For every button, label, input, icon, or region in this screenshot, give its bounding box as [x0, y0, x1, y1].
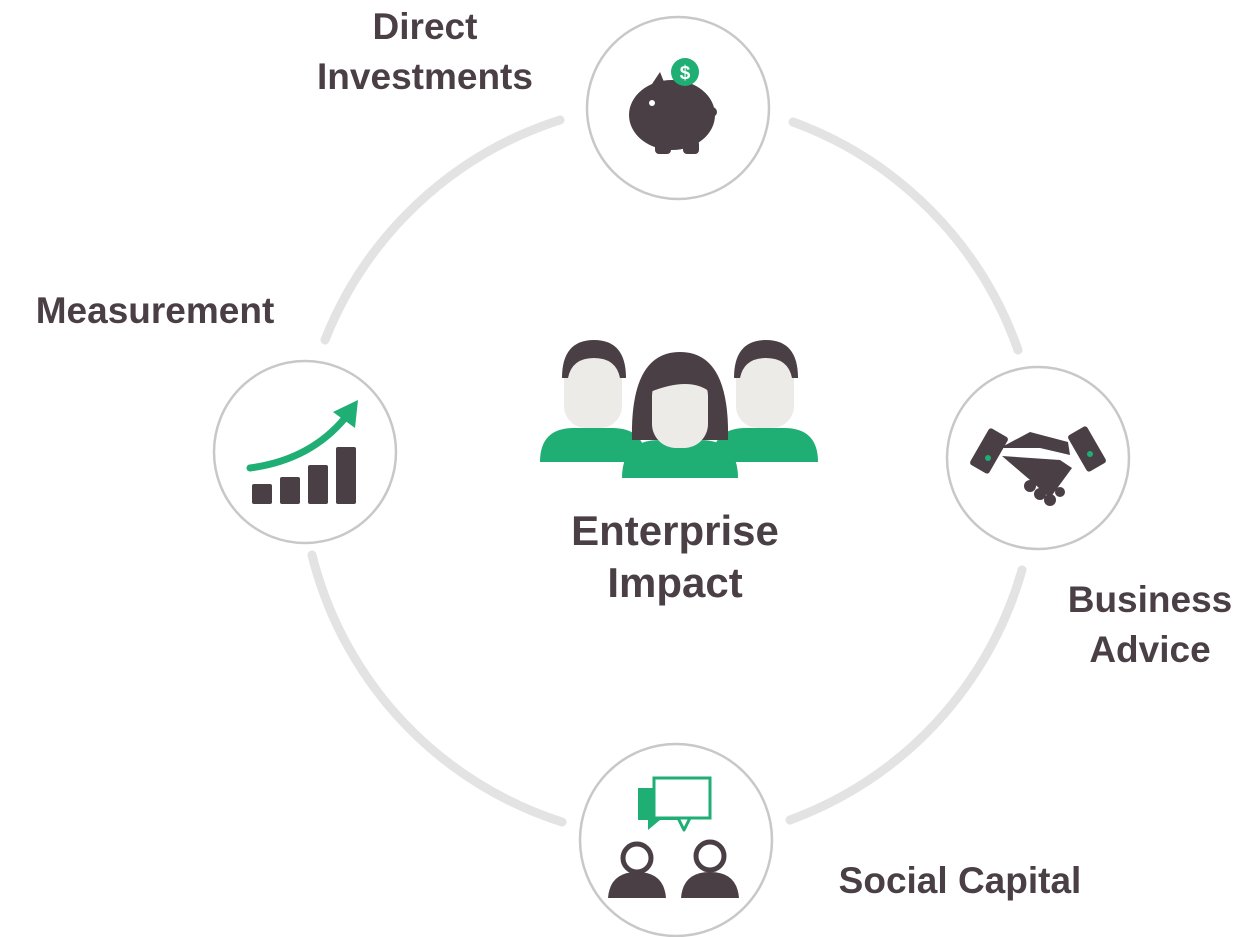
label-business-advice-line2: Advice [1089, 629, 1211, 670]
ring-arc-bottom-left [307, 550, 567, 827]
growth-chart-icon [246, 400, 358, 504]
label-direct-investments-line1: Direct [372, 6, 478, 47]
center-title-line2: Impact [607, 559, 743, 606]
center-title-line1: Enterprise [571, 507, 779, 554]
label-direct-investments-line2: Investments [317, 56, 533, 97]
team-icon [540, 340, 818, 478]
center-title: Enterprise Impact [500, 505, 850, 609]
node-circles [212, 15, 1131, 937]
node-circle-social-capital [578, 742, 774, 937]
ring-arc-bottom-right [785, 565, 1027, 825]
ring-arc-top-right [788, 117, 1023, 355]
label-social-capital: Social Capital [810, 856, 1110, 906]
label-social-capital-text: Social Capital [838, 860, 1082, 901]
people-chat-icon [608, 776, 739, 898]
ring-arc-top-left [320, 115, 565, 345]
label-business-advice-line1: Business [1067, 579, 1233, 620]
handshake-icon [970, 426, 1106, 506]
label-business-advice: Business Advice [1040, 575, 1248, 675]
node-circle-business-advice [945, 365, 1131, 551]
ring-arcs [307, 115, 1027, 827]
svg-text:$: $ [680, 63, 691, 84]
label-direct-investments: Direct Investments [290, 2, 560, 102]
label-measurement-text: Measurement [35, 290, 275, 331]
label-measurement: Measurement [10, 286, 300, 336]
piggy-bank-icon: $ [629, 58, 717, 154]
